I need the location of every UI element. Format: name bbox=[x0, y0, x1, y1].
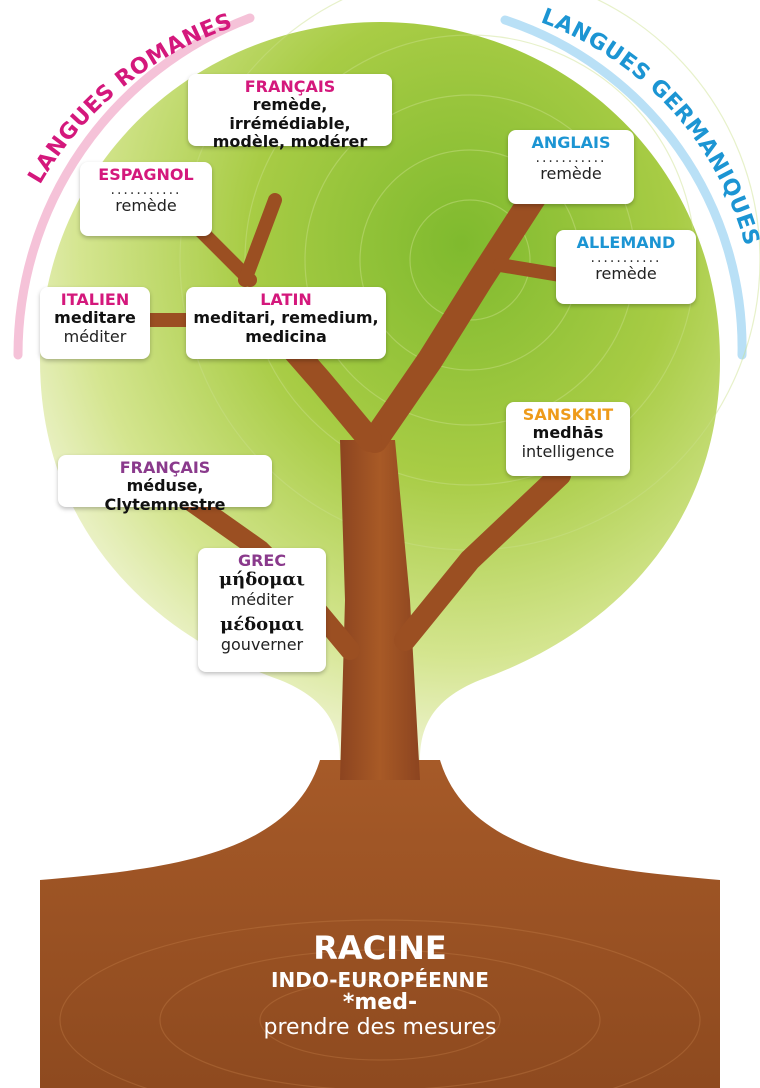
root-title: RACINE bbox=[313, 929, 447, 967]
node-word: remède bbox=[540, 163, 602, 183]
root-meaning: prendre des mesures bbox=[263, 1014, 497, 1040]
root-subtitle: INDO-EUROPÉENNE bbox=[271, 967, 489, 992]
node-words-line: méduse, Clytemnestre bbox=[104, 476, 226, 514]
node-word: remède bbox=[595, 263, 657, 283]
blank-dots: ........... bbox=[590, 250, 662, 267]
node-word: remède bbox=[115, 195, 177, 215]
root-word: *med- bbox=[342, 989, 418, 1015]
node-word-bold: medhās bbox=[532, 423, 604, 443]
greek-word: μήδομαι bbox=[218, 569, 305, 591]
root-label: RACINE INDO-EUROPÉENNE *med- prendre des… bbox=[180, 929, 580, 1040]
node-italien: ITALIEN meditare méditer bbox=[40, 287, 150, 359]
node-latin: LATIN meditari, remedium, medicina bbox=[186, 287, 386, 359]
node-language-label: FRANÇAIS bbox=[119, 458, 211, 477]
node-allemand: ALLEMAND ........... remède bbox=[556, 230, 696, 304]
node-words-line: meditari, remedium, bbox=[193, 308, 379, 328]
node-sanskrit: SANSKRIT medhās intelligence bbox=[506, 402, 630, 476]
root-rings bbox=[59, 919, 701, 1088]
node-grec: GREC μήδομαι méditer μέδομαι gouverner bbox=[198, 548, 326, 672]
node-language-label: ANGLAIS bbox=[531, 133, 611, 152]
node-language-label: ITALIEN bbox=[60, 290, 130, 309]
node-language-label: SANSKRIT bbox=[522, 405, 614, 424]
node-words-line: remède, irrémédiable, bbox=[229, 95, 351, 133]
node-language-label: GREC bbox=[237, 551, 287, 570]
node-francais-low: FRANÇAIS méduse, Clytemnestre bbox=[58, 455, 272, 513]
node-word: méditer bbox=[63, 326, 127, 346]
blank-dots: ........... bbox=[110, 182, 182, 199]
node-words-line: modèle, modérer bbox=[212, 132, 368, 152]
germanic-arc bbox=[500, 15, 747, 360]
node-words-line: medicina bbox=[245, 326, 327, 346]
greek-word: μέδομαι bbox=[220, 614, 304, 636]
node-word-bold: meditare bbox=[54, 308, 136, 328]
node-francais-top: FRANÇAIS remède, irrémédiable, modèle, m… bbox=[188, 74, 392, 151]
root-base bbox=[40, 760, 720, 1088]
node-word: méditer bbox=[230, 590, 294, 610]
node-language-label: ESPAGNOL bbox=[98, 165, 194, 184]
node-language-label: FRANÇAIS bbox=[244, 77, 336, 96]
node-language-label: ALLEMAND bbox=[576, 233, 676, 252]
node-word: intelligence bbox=[521, 441, 615, 461]
node-espagnol: ESPAGNOL ........... remède bbox=[80, 162, 212, 236]
romance-arc bbox=[13, 13, 255, 360]
tree-trunk bbox=[340, 440, 420, 780]
blank-dots: ........... bbox=[535, 150, 607, 167]
node-language-label: LATIN bbox=[260, 290, 312, 309]
node-anglais: ANGLAIS ........... remède bbox=[508, 130, 634, 204]
node-word: gouverner bbox=[220, 635, 304, 655]
